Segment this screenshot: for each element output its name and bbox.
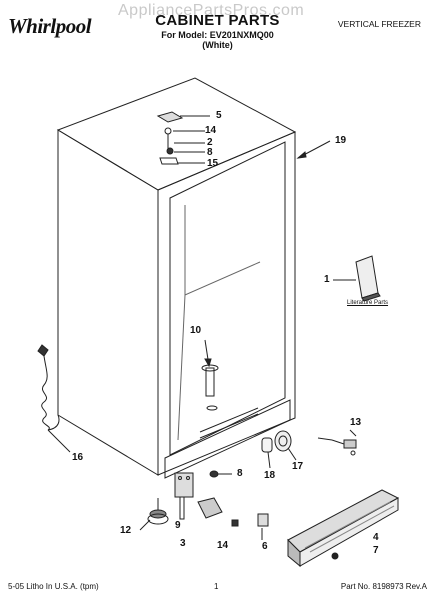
callout-9: 9 [175, 520, 181, 531]
brand-logo: Whirlpool [8, 14, 92, 38]
footer-page-number: 1 [214, 582, 219, 591]
page-title: CABINET PARTS [155, 12, 280, 29]
callout-8b: 8 [237, 468, 243, 479]
callout-12: 12 [120, 525, 132, 536]
drain-tube [201, 339, 219, 411]
model-line: For Model: EV201NXMQ00 [161, 30, 274, 40]
callout-17: 17 [292, 461, 304, 472]
callout-13: 13 [350, 417, 362, 428]
callout-3: 3 [180, 538, 186, 549]
callout-10: 10 [190, 325, 202, 336]
callout-19: 19 [335, 135, 347, 146]
callout-15: 15 [207, 158, 219, 169]
callout-7: 7 [373, 545, 379, 556]
watermark: AppliancePartsPros.com [118, 2, 305, 19]
callout-6: 6 [262, 541, 268, 552]
callout-18: 18 [264, 470, 276, 481]
cabinet-body [56, 77, 297, 479]
footer-part-number: Part No. 8198973 Rev.A [340, 582, 427, 591]
power-cord [37, 344, 71, 453]
category-label: VERTICAL FREEZER [337, 19, 421, 29]
top-hinge-assembly [156, 111, 210, 165]
toe-grille [257, 489, 400, 568]
callout-4: 4 [373, 532, 379, 543]
callout-14: 14 [205, 125, 217, 136]
literature-booklet [333, 255, 381, 302]
footer-litho: 5-05 Litho In U.S.A. (tpm) [8, 582, 99, 591]
callout-16: 16 [72, 452, 84, 463]
wire-harness [317, 429, 357, 456]
literature-caption: Literature Parts [347, 300, 389, 306]
callout-14b: 14 [217, 540, 229, 551]
callout-5: 5 [216, 110, 222, 121]
callout-1: 1 [324, 274, 330, 285]
callout-2: 2 [207, 137, 213, 148]
callout-8: 8 [207, 147, 213, 158]
lower-hinge-assembly [139, 470, 239, 531]
color-line: (White) [202, 40, 233, 50]
roller-parts [261, 430, 297, 469]
